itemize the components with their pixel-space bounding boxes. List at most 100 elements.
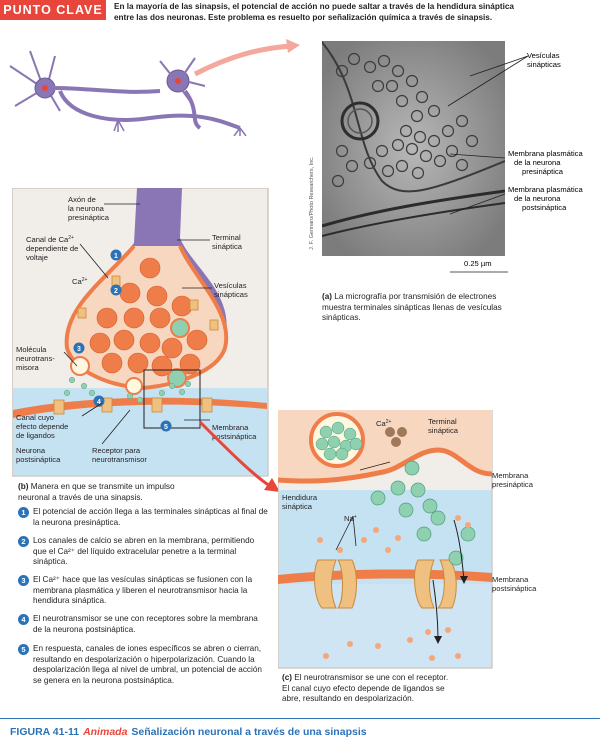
c-sodium-ion <box>445 627 451 633</box>
b-vesicle <box>123 307 145 329</box>
b-vesicle <box>149 307 171 329</box>
label-pre-membrane-a-2: de la neurona <box>514 158 561 167</box>
b-num-5: 5 <box>164 424 168 431</box>
c-sodium-ion <box>455 653 461 659</box>
c-sodium-ion <box>317 537 323 543</box>
c-sodium-ion <box>385 547 391 553</box>
step-5: 5 En respuesta, canales de iones específ… <box>18 644 268 704</box>
electron-micrograph <box>322 41 505 256</box>
micrograph-vesicle <box>345 159 359 173</box>
c-post-membrane-2: postsináptica <box>492 584 537 593</box>
c-pre-membrane-1: Membrana <box>492 471 529 480</box>
c-pre-membrane-2: presináptica <box>492 480 534 489</box>
micrograph-vesicle <box>427 104 441 118</box>
b-vesicle <box>113 329 135 351</box>
photo-credit: J. F. Gennaro/Photo Researchers, Inc. <box>309 156 315 250</box>
micrograph-vesicle <box>445 144 459 158</box>
step-4: 4 El neurotransmisor se une con receptor… <box>18 614 268 638</box>
micrograph-vesicle <box>395 94 409 108</box>
micrograph-vesicle <box>415 90 429 104</box>
c-neurotransmitter <box>390 480 406 496</box>
c-vesicle-content <box>327 435 341 449</box>
micrograph-vesicle <box>371 79 385 93</box>
b-vesicle <box>127 352 149 374</box>
step-3-text: El Ca²⁺ hace que las vesículas sináptica… <box>33 575 253 605</box>
b-neurotransmitter <box>158 389 166 397</box>
b-vesicle <box>171 295 193 317</box>
figure-caption-title: Señalización neuronal a través de una si… <box>131 726 367 738</box>
micrograph-vesicle <box>335 144 349 158</box>
c-vesicle-content <box>349 437 363 451</box>
synapse-diagram-c: Ca2+ Terminal sináptica Hendidura sinápt… <box>278 410 537 669</box>
micrograph-vesicle <box>381 164 395 178</box>
b-receptor-2: neurotransmisor <box>92 455 147 464</box>
step-4-text: El neurotransmisor se une con receptores… <box>33 614 258 634</box>
b-vesicle <box>179 353 201 375</box>
micrograph-vesicle <box>347 52 361 66</box>
b-ca-channel-2: dependiente de <box>26 244 78 253</box>
b-vesicle <box>119 282 141 304</box>
b-neurotransmitter <box>63 389 71 397</box>
micrograph-vesicle <box>375 144 389 158</box>
b-num-1: 1 <box>114 253 118 260</box>
step-1: 1 El potencial de acción llega a las ter… <box>18 507 268 531</box>
caption-a-letter: (a) <box>322 292 333 301</box>
c-vesicle-content <box>343 427 357 441</box>
label-post-membrane-a-2: de la neurona <box>514 194 561 203</box>
caption-c: (c) El neurotransmisor se une con el rec… <box>282 673 497 705</box>
b-post-neuron-1: Neurona <box>16 446 46 455</box>
micrograph-vesicle <box>331 174 345 188</box>
c-sodium-ion <box>425 629 431 635</box>
b-neurotransmitter <box>184 380 192 388</box>
c-terminal-1: Terminal <box>428 417 457 426</box>
b-neurotransmitter <box>80 382 88 390</box>
c-cleft-1: Hendidura <box>282 493 318 502</box>
step-5-number: 5 <box>18 644 29 655</box>
b-axon-2: la neurona <box>68 204 105 213</box>
c-calcium-ion <box>397 427 407 437</box>
c-calcium-ion <box>385 427 395 437</box>
key-concept-line-1: En la mayoría de las sinapsis, el potenc… <box>114 2 514 11</box>
c-vesicle-content <box>315 437 329 451</box>
c-neurotransmitter <box>430 510 446 526</box>
b-axon-1: Axón de <box>68 195 96 204</box>
b-ligand-2: efecto depende <box>16 422 68 431</box>
step-2-number: 2 <box>18 536 29 547</box>
b-ca-channel-1: Canal de Ca2+ <box>26 235 74 244</box>
label-vesicles-a-2: sinápticas <box>527 60 561 69</box>
b-ca-ion: Ca2+ <box>72 277 87 286</box>
label-pre-membrane-a-1: Membrana plasmática <box>508 149 583 158</box>
micrograph-vesicle <box>441 124 455 138</box>
caption-a-line-3: sinápticas. <box>322 313 361 322</box>
c-sodium-ion <box>455 515 461 521</box>
b-vesicle <box>139 257 161 279</box>
caption-b-letter: (b) <box>18 482 29 491</box>
b-vesicle <box>101 352 123 374</box>
micrograph-vesicle <box>385 79 399 93</box>
b-post-membrane-2: postsináptica <box>212 432 257 441</box>
figure-rule <box>0 718 600 719</box>
c-neurotransmitter <box>370 490 386 506</box>
b-vesicles-2: sinápticas <box>214 290 248 299</box>
b-terminal-1: Terminal <box>212 233 241 242</box>
zoom-arrow <box>198 420 280 492</box>
b-num-3: 3 <box>77 346 81 353</box>
b-ligand-1: Canal cuyo <box>16 413 54 422</box>
c-calcium-ion <box>391 437 401 447</box>
neuron-illustration <box>9 39 300 136</box>
c-sodium-ion <box>323 653 329 659</box>
caption-c-letter: (c) <box>282 673 293 682</box>
micrograph-vesicle <box>465 134 479 148</box>
b-nt-1: Molécula <box>16 345 47 354</box>
c-cleft-2: sináptica <box>282 502 313 511</box>
caption-b: (b) Manera en que se transmite un impuls… <box>18 482 268 503</box>
micrograph-annotations: Vesículas sinápticas Membrana plasmática… <box>447 51 583 273</box>
b-vesicle <box>151 355 173 377</box>
b-axon-3: presináptica <box>68 213 110 222</box>
caption-a: (a) La micrografía por transmisión de el… <box>322 292 552 324</box>
c-neurotransmitter <box>410 482 426 498</box>
step-5-text: En respuesta, canales de iones específic… <box>33 644 262 685</box>
step-2-text: Los canales de calcio se abren en la mem… <box>33 536 255 566</box>
key-concept-text: En la mayoría de las sinapsis, el potenc… <box>114 1 594 23</box>
c-vesicle-content <box>331 421 345 435</box>
